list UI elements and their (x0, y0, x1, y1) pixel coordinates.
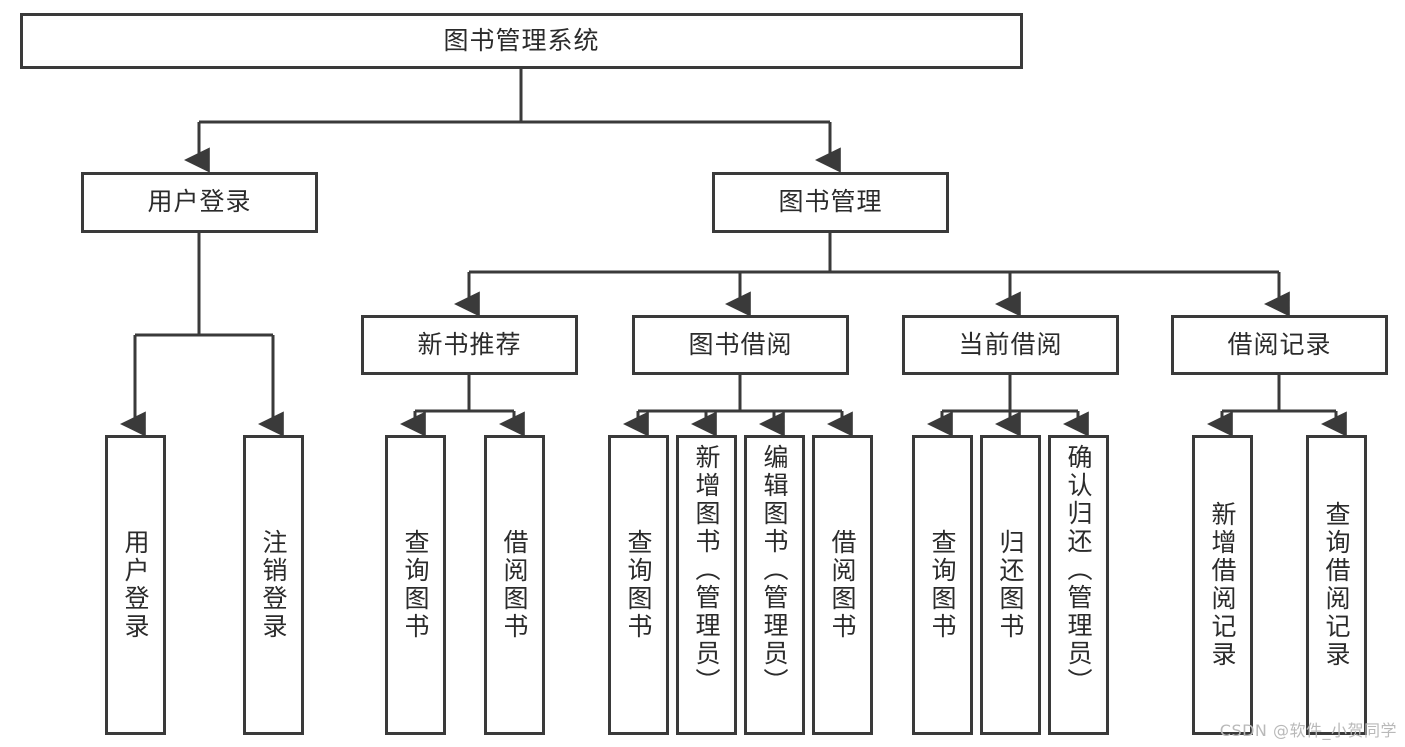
node-user-login[interactable]: 用户登录 (81, 172, 318, 233)
node-leaf-query-book-borrow-label: 查询图书 (624, 529, 653, 641)
node-leaf-edit-book-admin[interactable]: 编辑图书（管理员） (744, 435, 805, 735)
node-leaf-borrow-book-rec[interactable]: 借阅图书 (484, 435, 545, 735)
node-leaf-query-book-borrow[interactable]: 查询图书 (608, 435, 669, 735)
node-user-login-label: 用户登录 (147, 187, 252, 217)
node-current-borrow[interactable]: 当前借阅 (902, 315, 1119, 375)
watermark-text: CSDN @软件_小贺同学 (1219, 721, 1397, 740)
node-book-management-label: 图书管理 (778, 187, 883, 217)
node-book-borrow-label: 图书借阅 (688, 329, 793, 359)
node-leaf-borrow-book[interactable]: 借阅图书 (812, 435, 873, 735)
node-leaf-borrow-book-rec-label: 借阅图书 (500, 529, 529, 641)
node-new-book-recommend-label: 新书推荐 (417, 329, 522, 359)
node-leaf-user-login[interactable]: 用户登录 (105, 435, 166, 735)
node-borrow-record-label: 借阅记录 (1227, 329, 1332, 359)
node-leaf-add-borrow-record[interactable]: 新增借阅记录 (1192, 435, 1253, 735)
node-book-borrow[interactable]: 图书借阅 (632, 315, 849, 375)
node-leaf-return-book[interactable]: 归还图书 (980, 435, 1041, 735)
node-leaf-add-book-admin[interactable]: 新增图书（管理员） (676, 435, 737, 735)
node-leaf-add-book-admin-label: 新增图书（管理员） (692, 444, 721, 696)
node-leaf-user-login-label: 用户登录 (121, 529, 150, 641)
node-leaf-logout-login-label: 注销登录 (259, 529, 288, 641)
node-leaf-confirm-return-admin-label: 确认归还（管理员） (1064, 444, 1093, 696)
node-leaf-query-borrow-record-label: 查询借阅记录 (1322, 501, 1351, 669)
node-leaf-confirm-return-admin[interactable]: 确认归还（管理员） (1048, 435, 1109, 735)
node-borrow-record[interactable]: 借阅记录 (1171, 315, 1388, 375)
node-book-management[interactable]: 图书管理 (712, 172, 949, 233)
node-root[interactable]: 图书管理系统 (20, 13, 1023, 69)
node-leaf-query-borrow-record[interactable]: 查询借阅记录 (1306, 435, 1367, 735)
node-leaf-return-book-label: 归还图书 (996, 529, 1025, 641)
node-leaf-add-borrow-record-label: 新增借阅记录 (1208, 501, 1237, 669)
node-leaf-borrow-book-label: 借阅图书 (828, 529, 857, 641)
node-leaf-logout-login[interactable]: 注销登录 (243, 435, 304, 735)
node-leaf-query-book-rec-label: 查询图书 (401, 529, 430, 641)
node-current-borrow-label: 当前借阅 (958, 329, 1063, 359)
node-root-label: 图书管理系统 (443, 25, 600, 55)
node-leaf-edit-book-admin-label: 编辑图书（管理员） (760, 444, 789, 696)
node-new-book-recommend[interactable]: 新书推荐 (361, 315, 578, 375)
node-leaf-query-book-current-label: 查询图书 (928, 529, 957, 641)
node-leaf-query-book-rec[interactable]: 查询图书 (385, 435, 446, 735)
node-leaf-query-book-current[interactable]: 查询图书 (912, 435, 973, 735)
